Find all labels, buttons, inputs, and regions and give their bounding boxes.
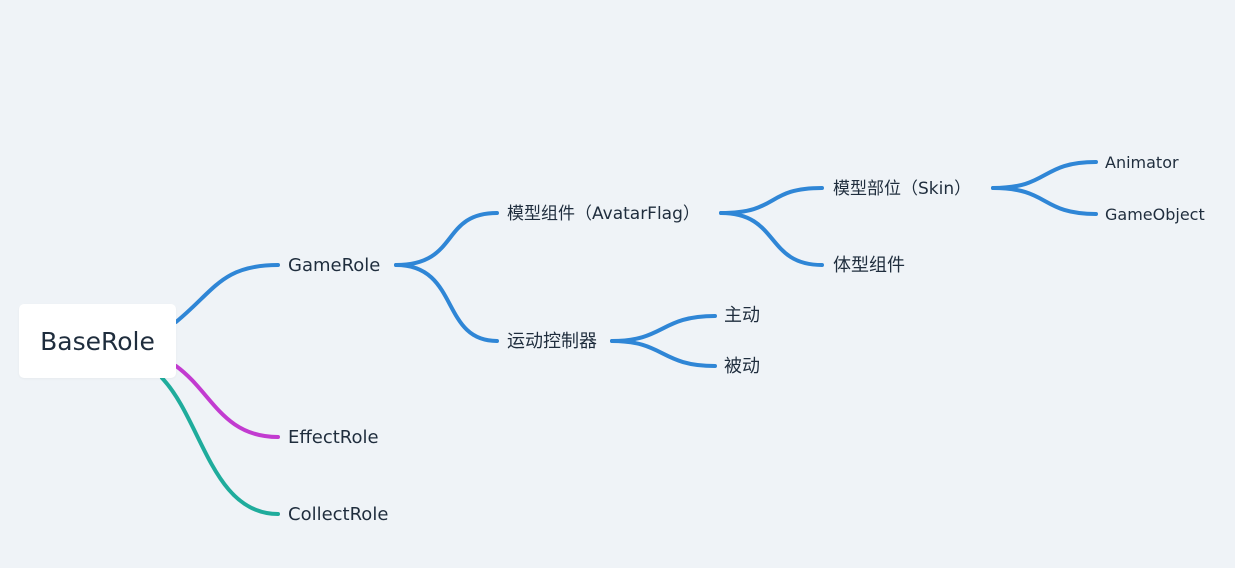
node-model-part-label: 模型部位（Skin） [833, 179, 972, 199]
connector-modelcomponent-modelpart [719, 186, 824, 215]
connector-root-gamerole [174, 263, 280, 324]
node-body-component-label: 体型组件 [833, 255, 905, 276]
node-active[interactable]: 主动 [724, 305, 760, 327]
connector-motioncontroller-passive [610, 339, 717, 368]
node-gameobject[interactable]: GameObject [1105, 204, 1205, 226]
node-model-component[interactable]: 模型组件（AvatarFlag） [507, 203, 700, 225]
node-motion-controller[interactable]: 运动控制器 [507, 331, 597, 353]
node-gamerole[interactable]: GameRole [288, 255, 380, 277]
connector-motioncontroller-active [610, 314, 717, 343]
node-model-component-label: 模型组件（AvatarFlag） [507, 204, 700, 224]
node-passive[interactable]: 被动 [724, 356, 760, 378]
root-node[interactable]: BaseRole [19, 304, 176, 378]
node-effectrole[interactable]: EffectRole [288, 427, 379, 449]
connector-modelpart-animator [991, 160, 1098, 190]
connector-gamerole-modelcomponent [394, 211, 499, 267]
node-motion-controller-label: 运动控制器 [507, 331, 597, 352]
connector-modelpart-gameobject [991, 186, 1098, 216]
connector-gamerole-motioncontroller [394, 263, 499, 343]
node-active-label: 主动 [724, 305, 760, 326]
node-collectrole-label: CollectRole [288, 504, 389, 525]
node-effectrole-label: EffectRole [288, 427, 379, 448]
root-node-label: BaseRole [40, 326, 155, 356]
node-body-component[interactable]: 体型组件 [833, 255, 905, 277]
connector-modelcomponent-bodycomponent [719, 211, 824, 267]
connector-root-collectrole [160, 376, 280, 516]
node-gameobject-label: GameObject [1105, 205, 1205, 224]
node-gamerole-label: GameRole [288, 255, 381, 276]
node-animator-label: Animator [1105, 153, 1179, 172]
node-animator[interactable]: Animator [1105, 152, 1179, 174]
node-passive-label: 被动 [724, 356, 760, 377]
connector-root-effectrole [174, 364, 280, 439]
node-model-part[interactable]: 模型部位（Skin） [833, 178, 971, 200]
node-collectrole[interactable]: CollectRole [288, 504, 388, 526]
